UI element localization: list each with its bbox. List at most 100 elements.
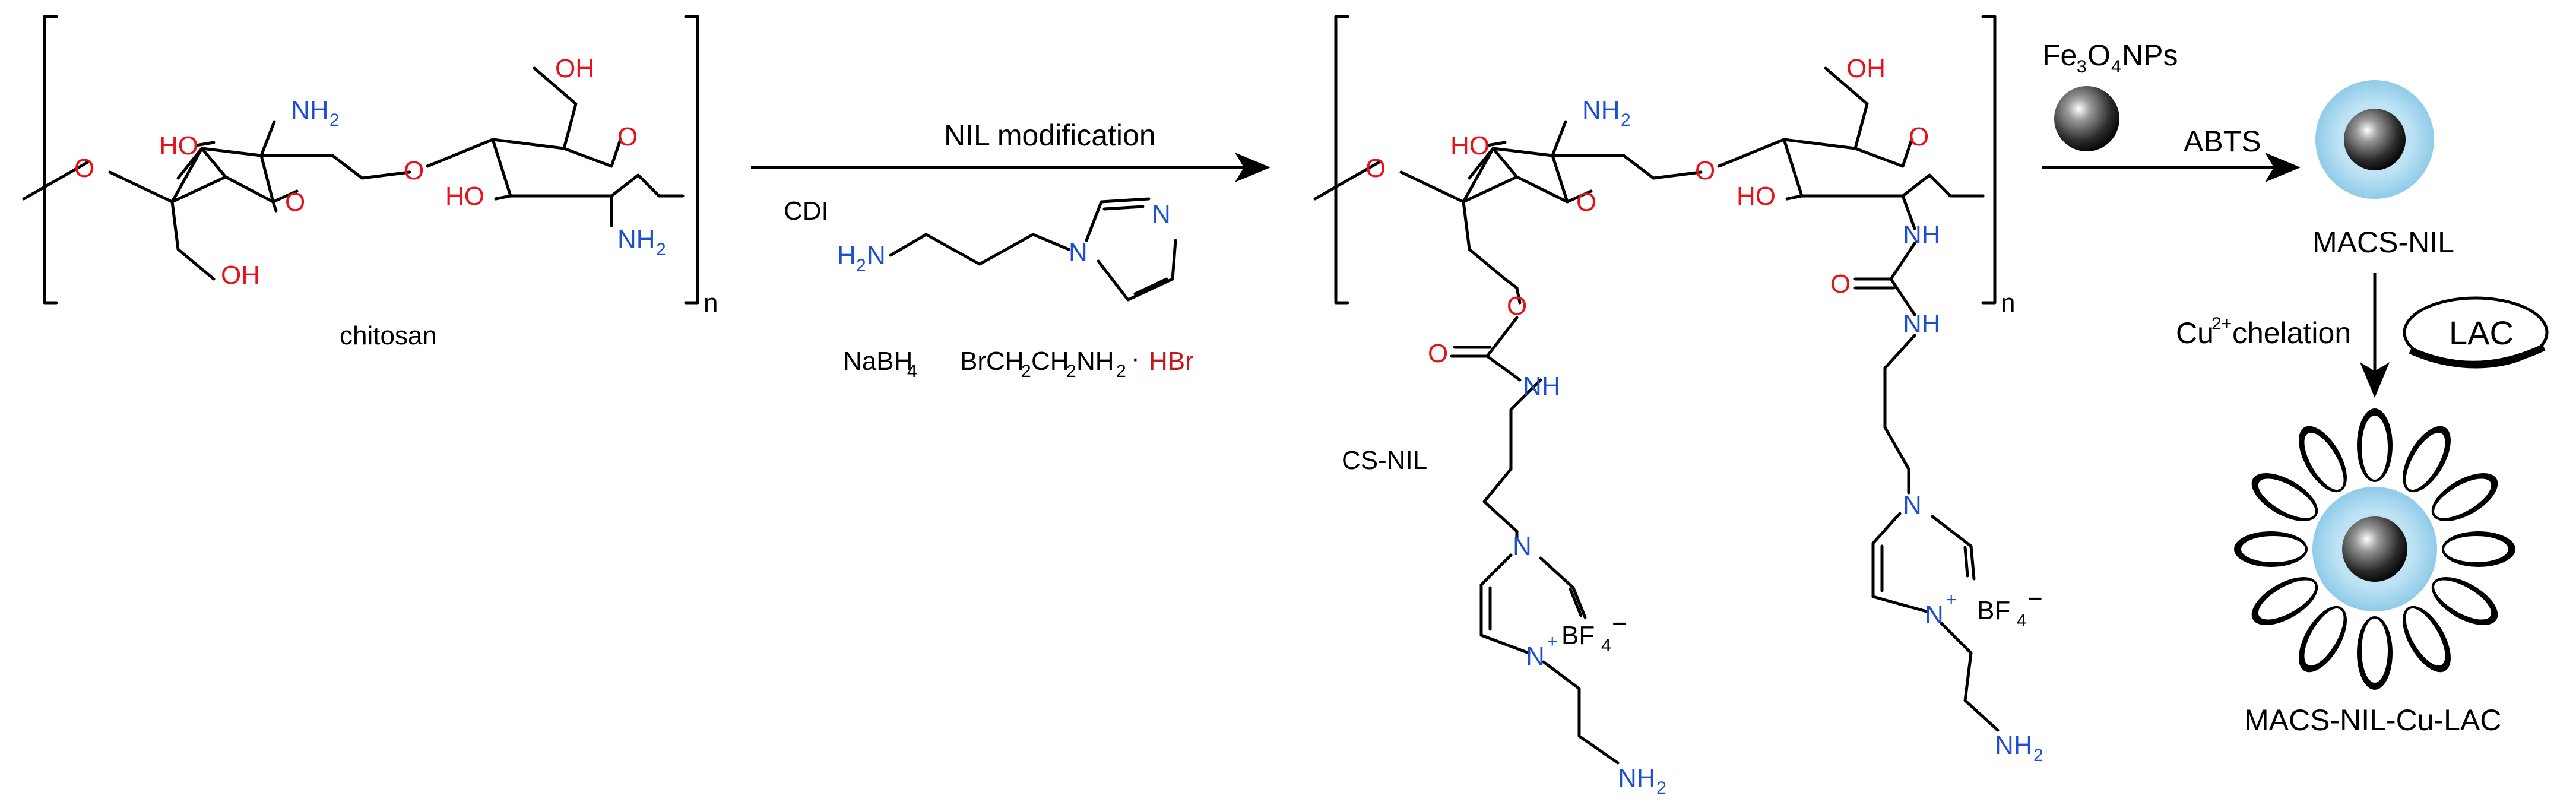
chitosan-ring1-o: O: [285, 188, 305, 217]
chitosan-chain-bonds: [22, 170, 411, 201]
csnil-im2-plus: +: [1946, 590, 1957, 610]
macs-nil-core: [2344, 109, 2406, 170]
lac-label: LAC: [2449, 314, 2514, 351]
csnil-ring1: [1313, 120, 1655, 290]
csnil-oh: OH: [1846, 54, 1886, 83]
macs-nil-label: MACS-NIL: [2312, 226, 2454, 259]
reagent-imidazole-n3: N: [1152, 199, 1171, 229]
lac-petal-inner: [2362, 619, 2388, 683]
csnil-bf4-2-minus: −: [2027, 584, 2043, 613]
products-group: MACS-NIL Cu 2+ chelation LAC MACS-NIL-Cu…: [2176, 80, 2549, 737]
step1-title: NIL modification: [944, 119, 1156, 152]
lac-petal-inner: [2406, 432, 2445, 490]
chitosan-name: chitosan: [340, 321, 437, 350]
reagent-imidazole-ring: [1085, 197, 1177, 302]
csnil-ring1-o: O: [1576, 188, 1596, 217]
csnil-im2-n1: N: [1903, 490, 1922, 519]
chitosan-nh2-ring2: NH: [617, 225, 655, 254]
reagent-chain-bonds: [889, 233, 1070, 266]
cu-label-b: chelation: [2232, 316, 2351, 350]
reagent-amine-n: N: [867, 241, 886, 270]
reagent-cdi: CDI: [784, 197, 829, 226]
chitosan-right-bracket: [684, 15, 699, 305]
csnil-chain1: [1450, 286, 1542, 542]
lac-petal-inner: [2434, 478, 2492, 518]
csnil-nh2-sub: 2: [1621, 110, 1631, 130]
reagent-bromo-a: BrCH: [960, 347, 1024, 376]
csnil-nh2-end2-sub: 2: [2033, 746, 2043, 765]
csnil-nh2-end2: NH: [1995, 731, 2033, 760]
lac-petal-inner: [2241, 536, 2305, 562]
chitosan-end-o: O: [74, 154, 94, 183]
csnil-n-label: n: [2001, 289, 2015, 318]
reagent-dot: ·: [1131, 344, 1140, 373]
chitosan-oh-ring2: OH: [555, 54, 594, 83]
lac-petal-inner: [2406, 608, 2445, 666]
chitosan-nh2-top-sub: 2: [329, 110, 340, 130]
final-product-label: MACS-NIL-Cu-LAC: [2244, 703, 2501, 737]
csnil-nh2: NH: [1582, 96, 1620, 125]
csnil-nh-chain1: NH: [1523, 372, 1561, 401]
csnil-imidazolium2: [1871, 512, 2000, 732]
cu-label-a: Cu: [2176, 316, 2214, 350]
chitosan-ring2-o: O: [617, 122, 638, 151]
chitosan-ho-ring2: HO: [445, 182, 484, 211]
csnil-ho: HO: [1450, 131, 1490, 160]
final-core: [2342, 516, 2407, 582]
chitosan-structure: O HO NH 2 O O OH OH O HO NH 2 n chitosan: [22, 15, 718, 350]
cu-label-sup: 2+: [2211, 314, 2232, 334]
chitosan-n-label: n: [704, 289, 718, 318]
csnil-bf4-2-sub: 4: [2017, 611, 2027, 630]
csnil-ring2-o: O: [1909, 122, 1929, 151]
lac-petal-inner: [2258, 478, 2315, 518]
csnil-bf4-1-minus: −: [1612, 609, 1627, 638]
csnil-end-o: O: [1365, 154, 1386, 183]
lac-petal-inner: [2444, 536, 2508, 562]
csnil-im1-plus: +: [1547, 632, 1558, 651]
csnil-nh-ring2: NH: [1903, 220, 1941, 249]
csnil-nh-chain2: NH: [1903, 309, 1941, 338]
csnil-ester-o: O: [1507, 291, 1527, 321]
reagent-bromo-sub1: 2: [1021, 362, 1031, 381]
lac-petal-inner: [2304, 608, 2344, 666]
fe3o4-b: O: [2087, 39, 2111, 72]
reagent-bromo-b: CH: [1031, 347, 1069, 376]
lac-petal-inner: [2304, 432, 2344, 490]
csnil-ho2: HO: [1737, 182, 1776, 211]
reagent-hbr: HBr: [1149, 347, 1194, 376]
reagent-imidazole-n1: N: [1069, 238, 1088, 267]
fe3o4-sub2: 4: [2111, 57, 2121, 77]
fe3o4-nanoparticle: [2054, 86, 2119, 151]
csnil-ring2: [1652, 66, 1985, 230]
lac-petal-inner: [2434, 580, 2492, 620]
step2-arrow-group: Fe 3 O 4 NPs ABTS: [2042, 39, 2301, 182]
chitosan-ring1: [22, 120, 364, 281]
csnil-im1-n1: N: [1513, 532, 1532, 561]
chitosan-ho-top: HO: [159, 131, 198, 160]
chitosan-nh2-ring2-sub: 2: [656, 240, 666, 259]
csnil-bf4-2: BF: [1977, 596, 2010, 625]
final-particle: [2234, 408, 2515, 690]
reagent-nabh4: NaBH: [843, 347, 912, 376]
csnil-structure: O HO NH 2 O O OH O HO NH O O NH O NH CS-…: [1313, 15, 2043, 798]
fe3o4-a: Fe: [2042, 39, 2077, 72]
csnil-imidazolium1: [1479, 553, 1620, 765]
fe3o4-sub1: 3: [2077, 57, 2087, 77]
fe3o4-c: NPs: [2122, 39, 2178, 72]
chitosan-link-o: O: [404, 156, 424, 185]
chitosan-nh2-top: NH: [291, 96, 329, 125]
chitosan-oh-bottom: OH: [221, 261, 260, 290]
abts-label: ABTS: [2184, 125, 2261, 158]
reagent-amine-h: H: [837, 241, 856, 270]
csnil-bf4-1: BF: [1561, 621, 1595, 650]
chitosan-left-bracket: [43, 15, 58, 305]
csnil-carbonyl-o2: O: [1830, 270, 1851, 299]
reagent-bromo-c: NH: [1076, 347, 1114, 376]
csnil-bf4-1-sub: 4: [1601, 636, 1611, 655]
csnil-left-bracket: [1334, 15, 1349, 305]
csnil-im1-n2: N: [1526, 642, 1545, 671]
chitosan-ring2: [426, 66, 685, 227]
reagent-amine-sub: 2: [856, 256, 866, 275]
reagent-bromo-sub3: 2: [1116, 362, 1126, 381]
csnil-chain2: [1853, 242, 1916, 495]
